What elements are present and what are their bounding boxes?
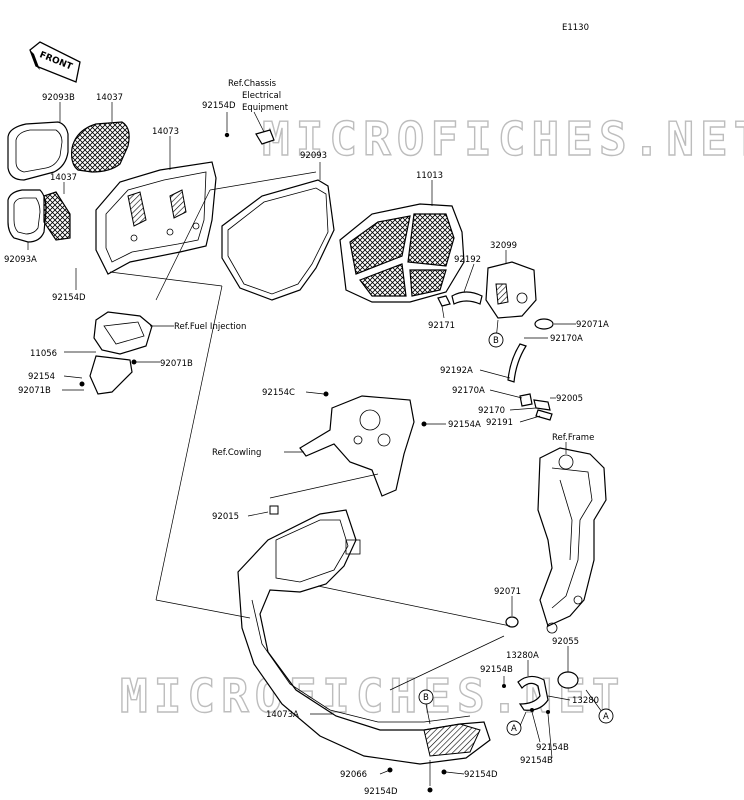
chassis-connector bbox=[224, 129, 275, 145]
label-92192A: 92192A bbox=[440, 366, 473, 376]
mesh-14037-upper bbox=[71, 121, 130, 173]
gasket-92093 bbox=[221, 179, 335, 301]
label-92154C: 92154C bbox=[262, 388, 295, 398]
label-92015: 92015 bbox=[212, 512, 239, 522]
watermark-top: MICROFICHES.NET bbox=[262, 112, 744, 166]
label-92071B-right: 92071B bbox=[160, 359, 193, 369]
callout-b-upper: B bbox=[488, 332, 504, 348]
label-92192: 92192 bbox=[454, 255, 481, 265]
label-ref-frame: Ref.Frame bbox=[552, 433, 594, 443]
label-ref-chassis-1: Ref.Chassis bbox=[228, 79, 277, 89]
label-14073: 14073 bbox=[152, 127, 179, 137]
label-92093: 92093 bbox=[300, 151, 327, 161]
callout-a-right: A bbox=[598, 708, 614, 724]
svg-text:A: A bbox=[603, 712, 609, 722]
label-92191: 92191 bbox=[486, 418, 513, 428]
label-92066: 92066 bbox=[340, 770, 367, 780]
label-92071A: 92071A bbox=[576, 320, 609, 330]
label-92154B-mid: 92154B bbox=[536, 743, 569, 753]
intake-duct-14073A bbox=[237, 505, 491, 793]
label-92093A: 92093A bbox=[4, 255, 37, 265]
label-ref-chassis-3: Equipment bbox=[242, 103, 289, 113]
label-92154D-bottom: 92154D bbox=[364, 787, 398, 797]
callout-b-lower: B bbox=[418, 689, 434, 705]
label-ref-cowling: Ref.Cowling bbox=[212, 448, 261, 458]
label-92093B: 92093B bbox=[42, 93, 75, 103]
label-92170A-lower: 92170A bbox=[452, 386, 485, 396]
label-13280A: 13280A bbox=[506, 651, 539, 661]
front-arrow-icon: FRONT bbox=[29, 41, 81, 83]
callout-a-left: A bbox=[506, 720, 522, 736]
filter-element-11013 bbox=[339, 203, 465, 303]
label-92005: 92005 bbox=[556, 394, 583, 404]
label-92170: 92170 bbox=[478, 406, 505, 416]
label-11056: 11056 bbox=[30, 349, 57, 359]
label-13280: 13280 bbox=[572, 696, 599, 706]
svg-text:B: B bbox=[423, 693, 429, 703]
label-92170A-upper: 92170A bbox=[550, 334, 583, 344]
label-92171: 92171 bbox=[428, 321, 455, 331]
label-32099: 32099 bbox=[490, 241, 517, 251]
label-92154D-top: 92154D bbox=[202, 101, 236, 111]
assembly-lines bbox=[109, 171, 511, 691]
svg-text:A: A bbox=[511, 724, 517, 734]
label-92154: 92154 bbox=[28, 372, 55, 382]
frame-assembly bbox=[537, 447, 607, 634]
label-92154B-lower: 92154B bbox=[520, 756, 553, 766]
label-92154B-upper: 92154B bbox=[480, 665, 513, 675]
bezel-92093B bbox=[7, 121, 69, 181]
label-92055: 92055 bbox=[552, 637, 579, 647]
label-92154A: 92154A bbox=[448, 420, 481, 430]
label-14073A: 14073A bbox=[266, 710, 299, 720]
label-11013: 11013 bbox=[416, 171, 443, 181]
duct-11056 bbox=[79, 311, 153, 395]
mount-bracket-upper bbox=[299, 391, 427, 497]
label-92154D-right: 92154D bbox=[464, 770, 498, 780]
label-14037-lower: 14037 bbox=[50, 173, 77, 183]
orings-and-clamp bbox=[502, 616, 579, 714]
housing-14073 bbox=[95, 161, 217, 275]
valve-32099 bbox=[485, 261, 537, 319]
hoses bbox=[437, 291, 554, 421]
label-ref-fuel-injection: Ref.Fuel Injection bbox=[174, 322, 246, 332]
leader-lines bbox=[27, 102, 603, 786]
part-labels: 92093B 14037 14073 14037 92093A Ref.Chas… bbox=[4, 79, 609, 797]
label-92154D-left: 92154D bbox=[52, 293, 86, 303]
label-ref-chassis-2: Electrical bbox=[242, 91, 281, 101]
diagram-code: E1130 bbox=[562, 23, 589, 33]
label-92071B-left: 92071B bbox=[18, 386, 51, 396]
bezel-92093A bbox=[7, 189, 47, 243]
label-92071: 92071 bbox=[494, 587, 521, 597]
svg-text:B: B bbox=[493, 336, 499, 346]
mesh-14037-lower bbox=[43, 191, 71, 241]
label-14037-upper: 14037 bbox=[96, 93, 123, 103]
